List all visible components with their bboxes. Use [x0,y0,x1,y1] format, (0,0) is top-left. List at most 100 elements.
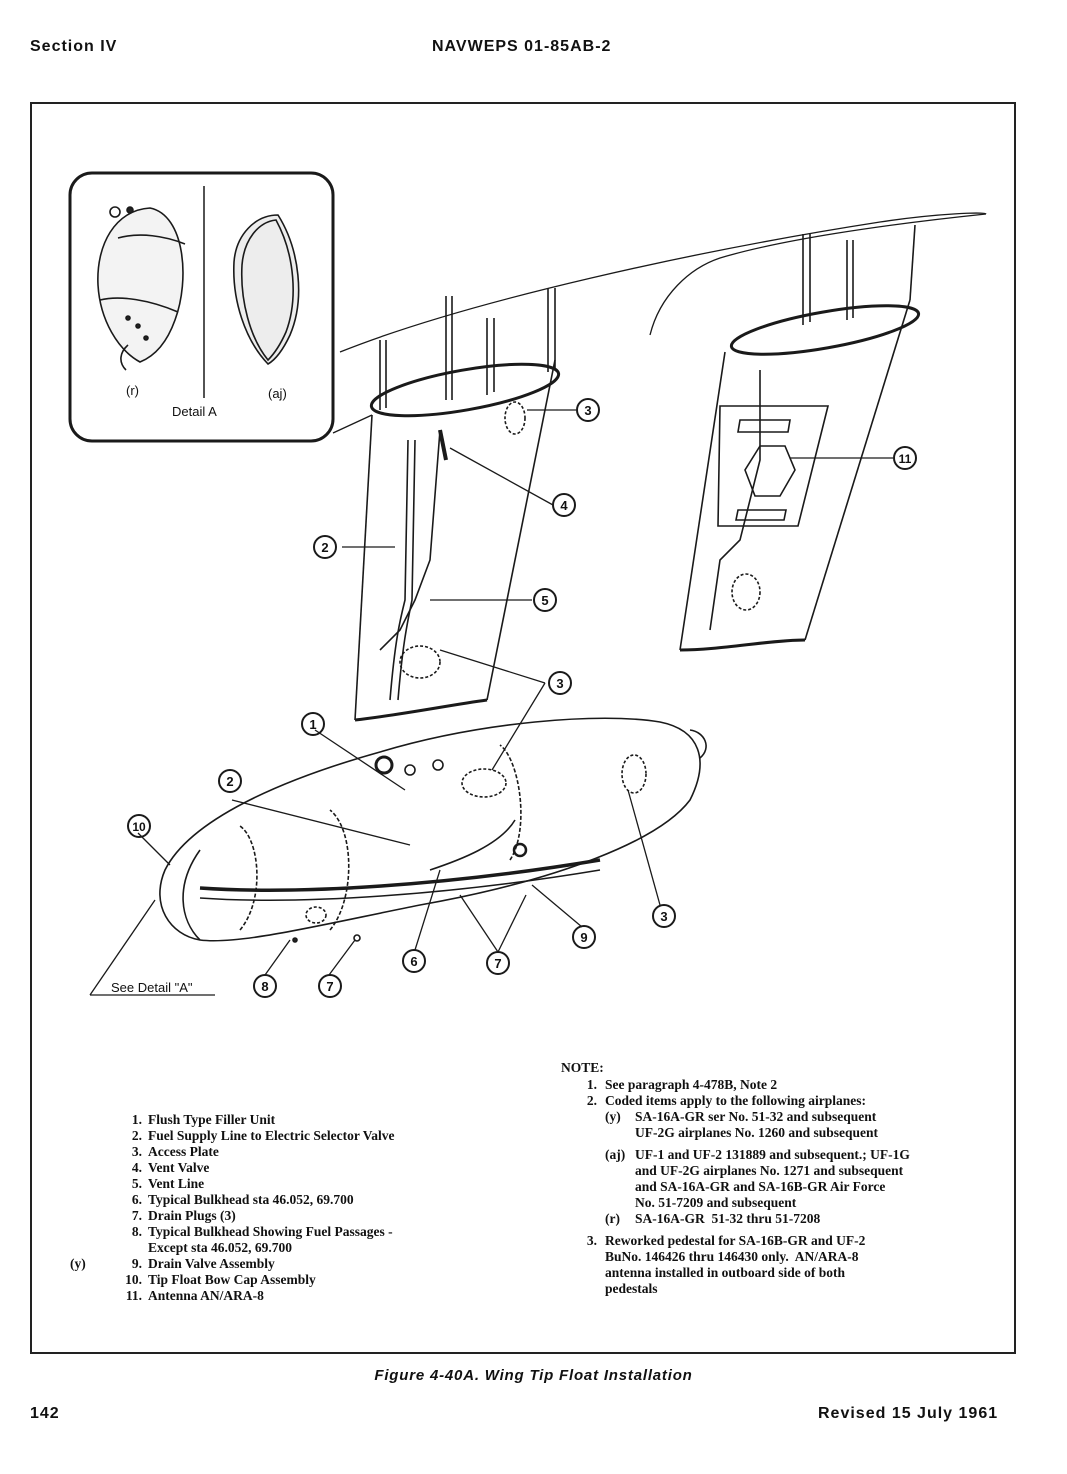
legend-item: 8. Typical Bulkhead Showing Fuel Passages… [70,1224,490,1256]
callout-9: 9 [572,925,596,949]
section-label: Section IV [30,38,118,55]
coded-item-code: (aj) [605,1147,626,1162]
svg-text:3: 3 [660,909,667,924]
legend-item-text: Antenna AN/ARA-8 [148,1288,264,1303]
note-2: 2. Coded items apply to the following ai… [561,1093,991,1227]
legend-item: 2. Fuel Supply Line to Electric Selector … [70,1128,490,1144]
legend-item-code [70,1208,106,1224]
see-detail-label: See Detail "A" [111,980,193,995]
revision-date: Revised 15 July 1961 [818,1405,999,1422]
wing-outline [339,212,987,353]
note-number: 2. [586,1093,597,1108]
coded-item-text: UF-1 and UF-2 131889 and subsequent.; UF… [635,1147,910,1210]
svg-text:2: 2 [226,774,233,789]
legend-item: 10. Tip Float Bow Cap Assembly [70,1272,490,1288]
callout-5: 5 [533,588,557,612]
note-text: Coded items apply to the following airpl… [605,1093,867,1108]
callout-3a: 3 [576,398,600,422]
legend-item-number: 9. [131,1256,142,1271]
legend-item-text: Vent Line [148,1176,205,1191]
svg-text:11: 11 [899,452,912,466]
legend-item-code [70,1112,106,1128]
legend-item-number: 2. [131,1128,142,1143]
figure-caption: Figure 4-40A. Wing Tip Float Installatio… [374,1367,693,1384]
page-number: 142 [30,1405,60,1422]
coded-item: (y) SA-16A-GR ser No. 51-32 and subseque… [605,1109,991,1141]
callout-4: 4 [552,493,576,517]
svg-text:7: 7 [326,979,333,994]
coded-item-code: (r) [605,1211,620,1226]
legend-item-code [70,1144,106,1160]
note-1: 1. See paragraph 4-478B, Note 2 [561,1077,991,1093]
coded-item-code: (y) [605,1109,621,1124]
legend-item-code [70,1288,106,1304]
legend-item: (y) 9. Drain Valve Assembly [70,1256,490,1272]
legend-item-text: Typical Bulkhead Showing Fuel Passages -… [148,1224,393,1255]
notes-heading: NOTE: [561,1060,604,1075]
callout-6: 6 [402,949,426,973]
callout-8: 8 [253,974,277,998]
legend-item: 11. Antenna AN/ARA-8 [70,1288,490,1304]
legend-item-number: 6. [131,1192,142,1207]
svg-text:10: 10 [132,820,146,834]
legend-item-text: Flush Type Filler Unit [148,1112,276,1127]
legend-item-code [70,1272,106,1288]
legend-item-text: Drain Plugs (3) [148,1208,236,1223]
legend-item-number: 8. [131,1224,142,1239]
coded-item: (aj) UF-1 and UF-2 131889 and subsequent… [605,1147,991,1211]
right-pylon [679,224,921,652]
legend-item-text: Drain Valve Assembly [148,1256,275,1271]
callout-7b: 7 [318,974,342,998]
note-number: 1. [586,1077,597,1092]
note-text: See paragraph 4-478B, Note 2 [605,1077,778,1092]
detail-inset-frame [68,171,335,443]
detail-right-code: (aj) [268,386,287,401]
legend-item: 4. Vent Valve [70,1160,490,1176]
legend-item-number: 3. [131,1144,142,1159]
svg-text:5: 5 [541,593,548,608]
note-text: Reworked pedestal for SA-16B-GR and UF-2… [605,1233,866,1296]
svg-text:3: 3 [556,676,563,691]
svg-text:7: 7 [494,956,501,971]
notes-block: NOTE: 1. See paragraph 4-478B, Note 2 2.… [561,1060,991,1297]
svg-text:3: 3 [584,403,591,418]
legend-item: 6.Typical Bulkhead sta 46.052, 69.700 [70,1192,490,1208]
svg-text:8: 8 [261,979,268,994]
document-number: NAVWEPS 01-85AB-2 [432,38,612,55]
float-body [159,717,707,943]
legend-item-text: Fuel Supply Line to Electric Selector Va… [148,1128,395,1143]
callout-11: 11 [893,446,917,470]
detail-right-view [233,214,300,366]
legend-item-code: (y) [70,1256,86,1271]
coded-item-text: SA-16A-GR ser No. 51-32 and subsequent U… [635,1109,879,1140]
figure-frame [30,102,1016,1354]
legend-item-code [70,1192,106,1208]
callout-3b: 3 [548,671,572,695]
left-pylon [354,288,561,722]
svg-text:1: 1 [309,717,316,732]
legend-item-code [70,1224,106,1256]
legend-item: 5. Vent Line [70,1176,490,1192]
svg-text:6: 6 [410,954,417,969]
legend-item: 7.Drain Plugs (3) [70,1208,490,1224]
legend-item-number: 5. [131,1176,142,1191]
legend-item-code [70,1160,106,1176]
leader-lines [89,409,893,996]
legend-item-code [70,1128,106,1144]
detail-title: Detail A [172,404,217,419]
svg-text:2: 2 [321,540,328,555]
coded-item: (r) SA-16A-GR 51-32 thru 51-7208 [605,1211,991,1227]
coded-item-text: SA-16A-GR 51-32 thru 51-7208 [635,1211,821,1226]
callout-marks: 3 4 2 5 3 1 2 10 11 3 9 6 7 8 7 [127,398,917,998]
legend-item-code [70,1176,106,1192]
legend-item-number: 4. [131,1160,142,1175]
legend-item-text: Tip Float Bow Cap Assembly [148,1272,316,1287]
legend-item-text: Vent Valve [148,1160,210,1175]
legend-item-number: 10. [125,1272,142,1287]
note-number: 3. [586,1233,597,1248]
callout-1: 1 [301,712,325,736]
legend-item-number: 11. [125,1288,142,1303]
note-3: 3. Reworked pedestal for SA-16B-GR and U… [561,1233,991,1297]
